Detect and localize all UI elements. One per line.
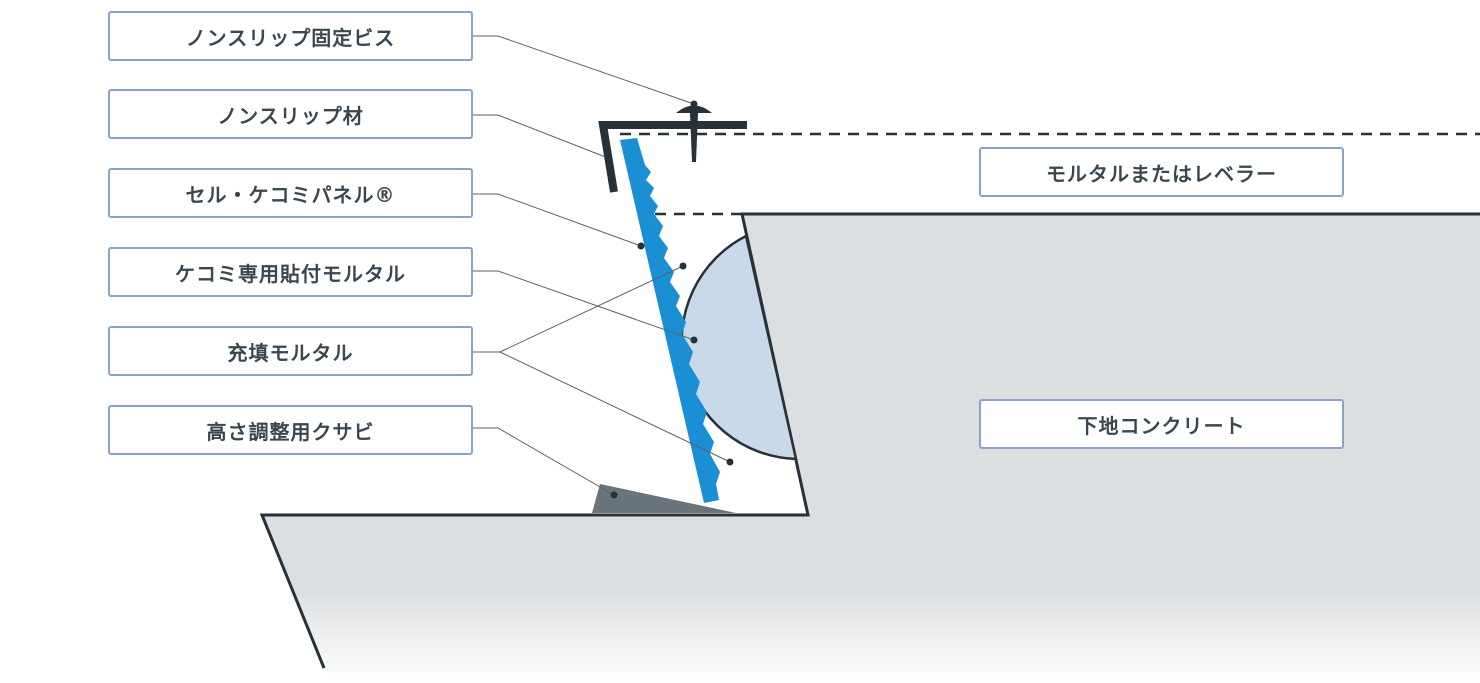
height-wedge-shape — [592, 484, 736, 513]
leader-dot-non-slip — [604, 154, 612, 162]
label-mortar-leveler: モルタルまたはレベラー — [979, 147, 1344, 197]
label-filling-mortar: 充填モルタル — [108, 326, 473, 376]
label-base-concrete: 下地コンクリート — [979, 399, 1344, 449]
leader-line-kekomi-mortar — [473, 270, 695, 341]
leader-line-wedge — [473, 427, 615, 496]
leader-dot-panel — [637, 242, 645, 250]
label-non-slip-material: ノンスリップ材 — [108, 89, 473, 139]
leader-dot-screw — [690, 100, 698, 108]
leader-dots — [604, 100, 734, 499]
leader-dot-filling-lower — [726, 458, 734, 466]
label-kekomi-mortar: ケコミ専用貼付モルタル — [108, 247, 473, 297]
leader-lines — [473, 35, 731, 496]
leader-dot-filling-upper — [679, 262, 687, 270]
leader-line-panel — [473, 193, 642, 247]
leader-line-non-slip — [473, 114, 609, 159]
non-slip-material-shape — [598, 121, 747, 193]
base-concrete-shape — [262, 214, 1480, 683]
label-non-slip-screw: ノンスリップ固定ビス — [108, 11, 473, 61]
label-height-wedge: 高さ調整用クサビ — [108, 405, 473, 455]
leader-line-filling-upper — [473, 265, 684, 353]
leader-dot-kekomi-mortar — [690, 336, 698, 344]
base-concrete-outline — [259, 212, 1480, 669]
kekomi-panel-shape — [620, 138, 720, 503]
non-slip-screw-shape — [676, 105, 712, 162]
concrete-fade — [250, 590, 1480, 683]
leader-line-filling-lower — [499, 351, 731, 463]
leader-dot-wedge — [610, 491, 618, 499]
leader-line-screw — [473, 35, 695, 105]
label-cell-kekomi-panel: セル・ケコミパネル® — [108, 168, 473, 218]
